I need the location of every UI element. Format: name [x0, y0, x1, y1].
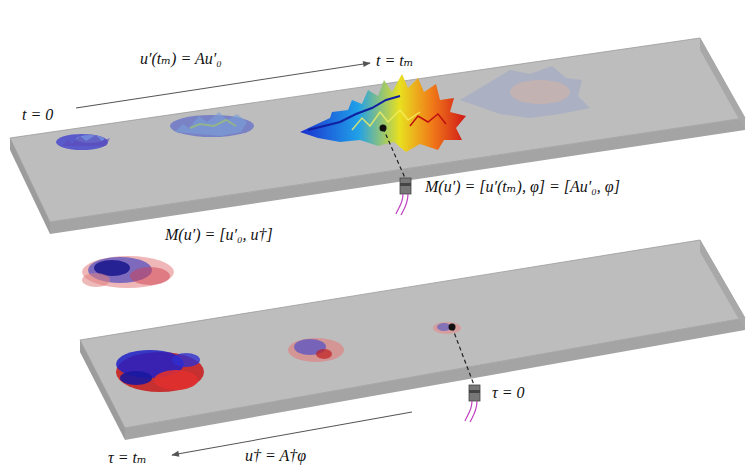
adjoint-spot	[288, 338, 344, 362]
wall-side	[80, 340, 125, 440]
turbulent-spot	[170, 112, 254, 137]
sensor	[465, 385, 480, 422]
time-arrow	[76, 63, 370, 108]
math-label: t = 0	[22, 106, 53, 124]
math-label: u† = A†φ	[245, 447, 306, 465]
math-label: τ = tₘ	[108, 449, 147, 467]
wall-side	[700, 38, 745, 130]
math-label: M(u′) = [u′₀, u†]	[165, 226, 273, 244]
wall-top	[80, 240, 745, 428]
adjoint-spot	[116, 350, 204, 392]
math-label: u′(tₘ) = Au′₀	[140, 50, 222, 68]
turbulent-spot	[56, 134, 110, 150]
probe-line	[383, 128, 405, 178]
wall-top	[10, 38, 745, 222]
sensor	[396, 178, 411, 215]
math-label: M(u′) = [u′(tₘ), φ] = [Au′₀, φ]	[425, 178, 620, 196]
optimal-perturbation	[82, 256, 174, 288]
probe-point	[449, 324, 456, 331]
turbulent-spot	[460, 66, 590, 118]
probe-line	[452, 327, 474, 385]
probe-point	[380, 125, 387, 132]
turbulent-spot	[300, 74, 466, 152]
math-label: τ = 0	[492, 384, 525, 402]
wall-side	[700, 240, 745, 330]
wall-side	[10, 138, 50, 234]
adjoint-spot	[433, 322, 461, 334]
math-label: t = tₘ	[376, 52, 414, 70]
wall-front	[125, 318, 745, 440]
